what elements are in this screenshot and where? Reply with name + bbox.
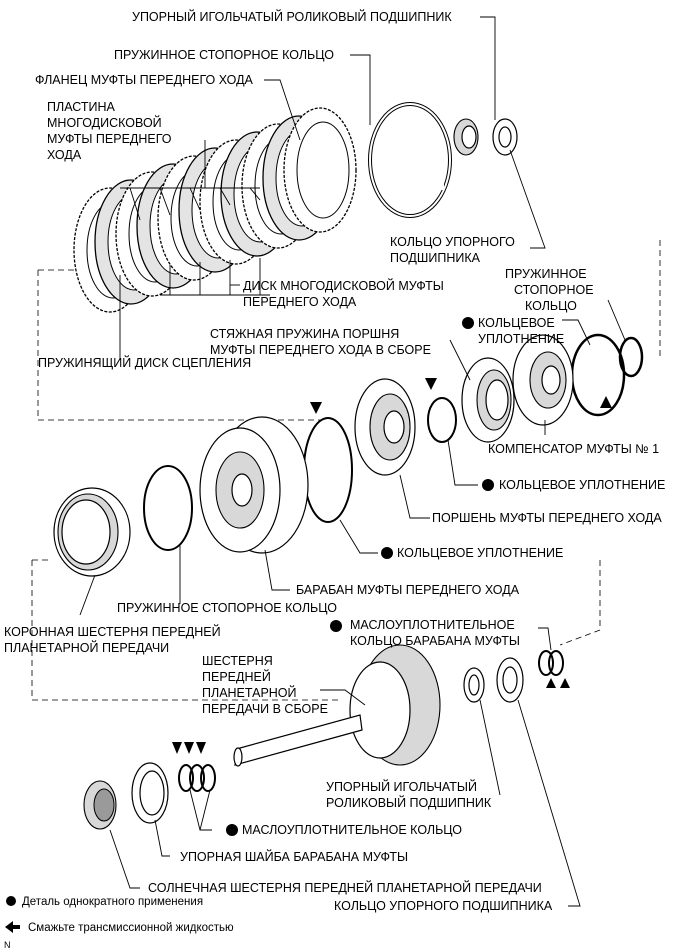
ring-gear-part xyxy=(53,487,131,577)
snap-ring-lower-part xyxy=(143,465,193,551)
label-thrust-bearing-bottom: УПОРНЫЙ ИГОЛЬЧАТЫЙ РОЛИКОВЫЙ ПОДШИПНИК xyxy=(326,779,492,810)
label-clutch-disc: ДИСК МНОГОДИСКОВОЙ МУФТЫ ПЕРЕДНЕГО ХОДА xyxy=(243,278,447,309)
sun-gear-part xyxy=(83,780,117,830)
o-ring-compensator-part xyxy=(570,333,626,417)
label-thrust-washer: УПОРНАЯ ШАЙБА БАРАБАНА МУФТЫ xyxy=(180,849,408,864)
thrust-washer-part xyxy=(131,762,169,824)
label-forward-flange: ФЛАНЕЦ МУФТЫ ПЕРЕДНЕГО ХОДА xyxy=(35,73,254,87)
thrust-bearing-top-part xyxy=(453,118,518,156)
label-oil-seal-ring: МАСЛОУПЛОТНИТЕЛЬНОЕ КОЛЬЦО xyxy=(242,823,462,837)
o-ring-piston-inner-part xyxy=(427,397,457,443)
thrust-bearing-bottom-part xyxy=(463,667,485,703)
label-planetary-gear: ШЕСТЕРНЯ ПЕРЕДНЕЙ ПЛАНЕТАРНОЙ ПЕРЕДАЧИ В… xyxy=(202,654,328,716)
label-sun-gear: СОЛНЕЧНАЯ ШЕСТЕРНЯ ПЕРЕДНЕЙ ПЛАНЕТАРНОЙ … xyxy=(148,880,542,895)
label-o-ring-upper: КОЛЬЦЕВОЕ УПЛОТНЕНИЕ xyxy=(478,316,564,346)
label-snap-ring-lower: ПРУЖИННОЕ СТОПОРНОЕ КОЛЬЦО xyxy=(117,601,337,615)
compensator-part xyxy=(512,334,574,426)
atf-arrow-icon xyxy=(5,921,20,933)
corner-mark: N xyxy=(4,940,11,950)
label-oil-seal-drum: МАСЛОУПЛОТНИТЕЛЬНОЕ КОЛЬЦО БАРАБАНА МУФТ… xyxy=(350,618,520,648)
non-reusable-dot-icon xyxy=(6,896,16,906)
label-drum: БАРАБАН МУФТЫ ПЕРЕДНЕГО ХОДА xyxy=(296,583,520,597)
drum-part xyxy=(199,416,309,554)
label-bearing-race-top: КОЛЬЦО УПОРНОГО ПОДШИПНИКА xyxy=(390,235,518,265)
clutch-pack-part xyxy=(73,107,357,313)
o-ring-piston-outer-part xyxy=(303,417,353,523)
non-reusable-dot-icon xyxy=(462,317,474,329)
non-reusable-dot-icon xyxy=(330,620,342,632)
legend-apply-atf: Смажьте трансмиссионной жидкостью xyxy=(28,922,234,934)
non-reusable-dot-icon xyxy=(381,547,393,559)
label-o-ring-mid: КОЛЬЦЕВОЕ УПЛОТНЕНИЕ xyxy=(499,478,665,492)
label-clutch-plate: ПЛАСТИНА МНОГОДИСКОВОЙ МУФТЫ ПЕРЕДНЕГО Х… xyxy=(47,100,175,162)
non-reusable-dot-icon xyxy=(482,479,494,491)
snap-ring-top-part xyxy=(368,102,452,218)
leader-lines xyxy=(79,16,626,907)
label-cushion-plate: ПРУЖИНЯЩИЙ ДИСК СЦЕПЛЕНИЯ xyxy=(38,355,251,370)
oil-seal-drum-part xyxy=(538,650,564,676)
label-thrust-bearing-top: УПОРНЫЙ ИГОЛЬЧАТЫЙ РОЛИКОВЫЙ ПОДШИПНИК xyxy=(132,9,452,24)
label-snap-ring-top: ПРУЖИННОЕ СТОПОРНОЕ КОЛЬЦО xyxy=(114,48,334,62)
bearing-race-bottom-part xyxy=(496,657,524,703)
atf-arrow-icons xyxy=(172,378,612,754)
label-piston: ПОРШЕНЬ МУФТЫ ПЕРЕДНЕГО ХОДА xyxy=(432,511,662,525)
label-return-spring: СТЯЖНАЯ ПРУЖИНА ПОРШНЯ МУФТЫ ПЕРЕДНЕГО Х… xyxy=(210,327,431,357)
label-spring-snap-ring-right: ПРУЖИННОЕ СТОПОРНОЕ КОЛЬЦО xyxy=(505,267,597,313)
label-compensator: КОМПЕНСАТОР МУФТЫ № 1 xyxy=(488,442,659,456)
non-reusable-dot-icon xyxy=(226,824,238,836)
piston-part xyxy=(354,378,416,476)
return-spring-part xyxy=(461,357,515,443)
legend: Деталь однократного применения Смажьте т… xyxy=(4,896,234,950)
label-o-ring-lower: КОЛЬЦЕВОЕ УПЛОТНЕНИЕ xyxy=(397,546,563,560)
planetary-gear-part xyxy=(233,644,441,767)
oil-seal-ring-part xyxy=(178,764,216,792)
legend-non-reusable: Деталь однократного применения xyxy=(22,896,203,908)
label-bearing-race-bottom: КОЛЬЦО УПОРНОГО ПОДШИПНИКА xyxy=(334,899,553,913)
label-ring-gear: КОРОННАЯ ШЕСТЕРНЯ ПЕРЕДНЕЙ ПЛАНЕТАРНОЙ П… xyxy=(4,624,224,655)
